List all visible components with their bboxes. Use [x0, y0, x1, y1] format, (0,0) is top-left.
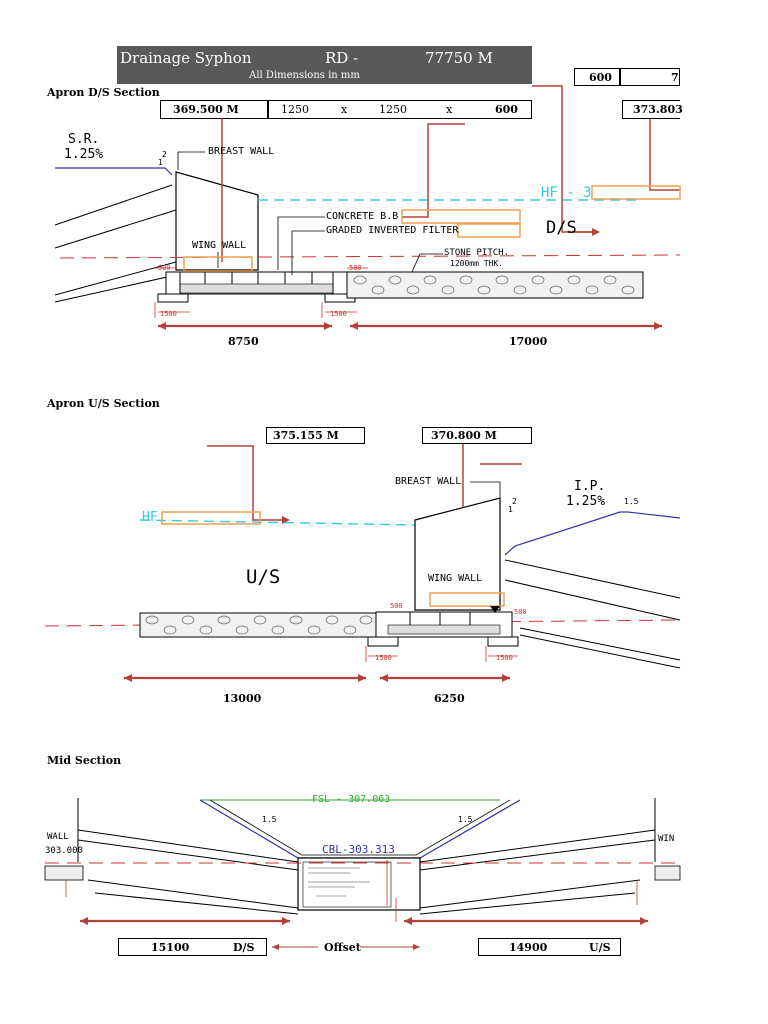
breast-wall: [175, 171, 259, 271]
sr-label: S.R.: [68, 132, 100, 147]
slope-h: 1: [158, 158, 163, 167]
top-right-value-2: 7: [671, 70, 679, 84]
dimensions-note: All Dimensions in mm: [249, 70, 360, 81]
breast-wall-label: BREAST WALL: [208, 146, 275, 157]
slope-h: 1: [508, 505, 513, 514]
svg-text:500: 500: [349, 264, 362, 272]
stone-pitching: [139, 612, 377, 638]
highlight-box: [591, 185, 681, 200]
svg-text:500: 500: [390, 602, 403, 610]
times-sign: x: [341, 103, 348, 116]
hf-label: HF: [142, 510, 158, 525]
leader-line: [402, 123, 465, 218]
slope-right: 1.5: [458, 815, 473, 824]
apron-ds-height: 1250: [379, 103, 407, 116]
ds-value-box: 15100 D/S: [118, 938, 267, 956]
apron-ds-thickness: 600: [495, 103, 518, 116]
us-label: U/S: [246, 566, 281, 588]
ip-label: I.P.: [574, 479, 606, 494]
rd-label: RD -: [325, 49, 359, 67]
leader-line: [649, 119, 680, 191]
apron-us-level-2: 370.800 M: [431, 429, 497, 442]
fsl-label: FSL - 307.063: [312, 794, 391, 805]
breast-wall-label: BREAST WALL: [395, 476, 462, 487]
wall-level: 303.000: [45, 846, 83, 856]
ds-label: D/S: [233, 940, 255, 954]
ground-line: [55, 167, 173, 176]
highlight-box: [457, 223, 521, 238]
wall-label: WALL: [47, 832, 69, 842]
hf-label: HF - 3: [541, 185, 592, 201]
embankment-line: [54, 209, 177, 249]
stone-thk-label: 1200mm THK.: [450, 259, 503, 268]
apron-ds-dim-left: 8750: [228, 335, 259, 348]
apron-us-label: Apron U/S Section: [47, 397, 160, 410]
apron-us-dim-left: 13000: [223, 692, 262, 705]
svg-text:1500: 1500: [496, 654, 513, 662]
apron-ds-width: 1250: [281, 103, 309, 116]
ip-slope: 1.25%: [566, 494, 606, 509]
apron-us-dim-right: 6250: [434, 692, 465, 705]
concrete-label: CONCRETE B.B: [326, 211, 399, 222]
svg-text:1500: 1500: [160, 310, 177, 318]
slope-2: 1.5: [624, 497, 639, 506]
svg-text:1500: 1500: [330, 310, 347, 318]
breast-wall: [414, 497, 501, 611]
apron-us-level-box-2: 370.800 M: [422, 427, 532, 444]
apron-us-level-1: 375.155 M: [273, 429, 339, 442]
highlight-box: [161, 511, 261, 525]
apron-ds-right-level-box: 373.803: [622, 100, 683, 119]
embankment-line: [54, 184, 173, 226]
embankment-line: [54, 274, 177, 303]
apron-ds-dim-right: 17000: [509, 335, 548, 348]
wing-wall-label: WING WALL: [192, 240, 247, 251]
ds-value: 15100: [151, 940, 190, 954]
wing-wall-label: WING WALL: [428, 573, 483, 584]
highlight-box: [429, 592, 505, 607]
apron-ds-level-box: 369.500 M 1250 x 1250 x 600: [160, 100, 532, 119]
apron-ds-level: 369.500 M: [173, 103, 239, 116]
apron-ds-label: Apron D/S Section: [47, 86, 160, 99]
ground-line: [504, 511, 681, 556]
divider: [267, 101, 269, 118]
sr-slope: 1.25%: [64, 147, 104, 162]
offset-label: Offset: [324, 941, 361, 954]
slope-left: 1.5: [262, 815, 277, 824]
rd-value: 77750 M: [425, 49, 493, 67]
us-label: U/S: [589, 940, 611, 954]
top-right-box: 600 7: [574, 68, 680, 86]
title-banner: Drainage Syphon RD - 77750 M All Dimensi…: [117, 46, 532, 84]
highlight-box: [183, 256, 253, 272]
hf-line: [139, 519, 416, 526]
times-sign: x: [446, 103, 453, 116]
cbl-label: CBL-303.313: [322, 843, 395, 856]
filter-label: GRADED INVERTED FILTER: [326, 225, 459, 236]
us-value: 14900: [509, 940, 548, 954]
top-right-value-1: 600: [589, 70, 612, 84]
stone-pitch-label: STONE PITCH.: [444, 248, 510, 258]
slope-v: 2: [512, 497, 517, 506]
svg-text:500: 500: [158, 264, 171, 272]
title: Drainage Syphon: [120, 49, 252, 67]
svg-text:500: 500: [514, 608, 527, 616]
embankment-line: [54, 261, 177, 296]
apron-us-level-box-1: 375.155 M: [266, 427, 365, 444]
stone-texture: [353, 275, 635, 295]
slope-v: 2: [162, 150, 167, 159]
divider: [619, 68, 621, 86]
svg-text:1500: 1500: [375, 654, 392, 662]
leader-line: [207, 445, 285, 521]
win-label: WIN: [658, 834, 675, 844]
us-value-box: 14900 U/S: [478, 938, 621, 956]
mid-section-label: Mid Section: [47, 754, 122, 767]
stone-texture: [145, 615, 373, 635]
apron-ds-right-level: 373.803: [633, 103, 683, 116]
centerline: [59, 254, 681, 259]
highlight-box: [401, 209, 521, 224]
ds-label: D/S: [546, 218, 577, 238]
